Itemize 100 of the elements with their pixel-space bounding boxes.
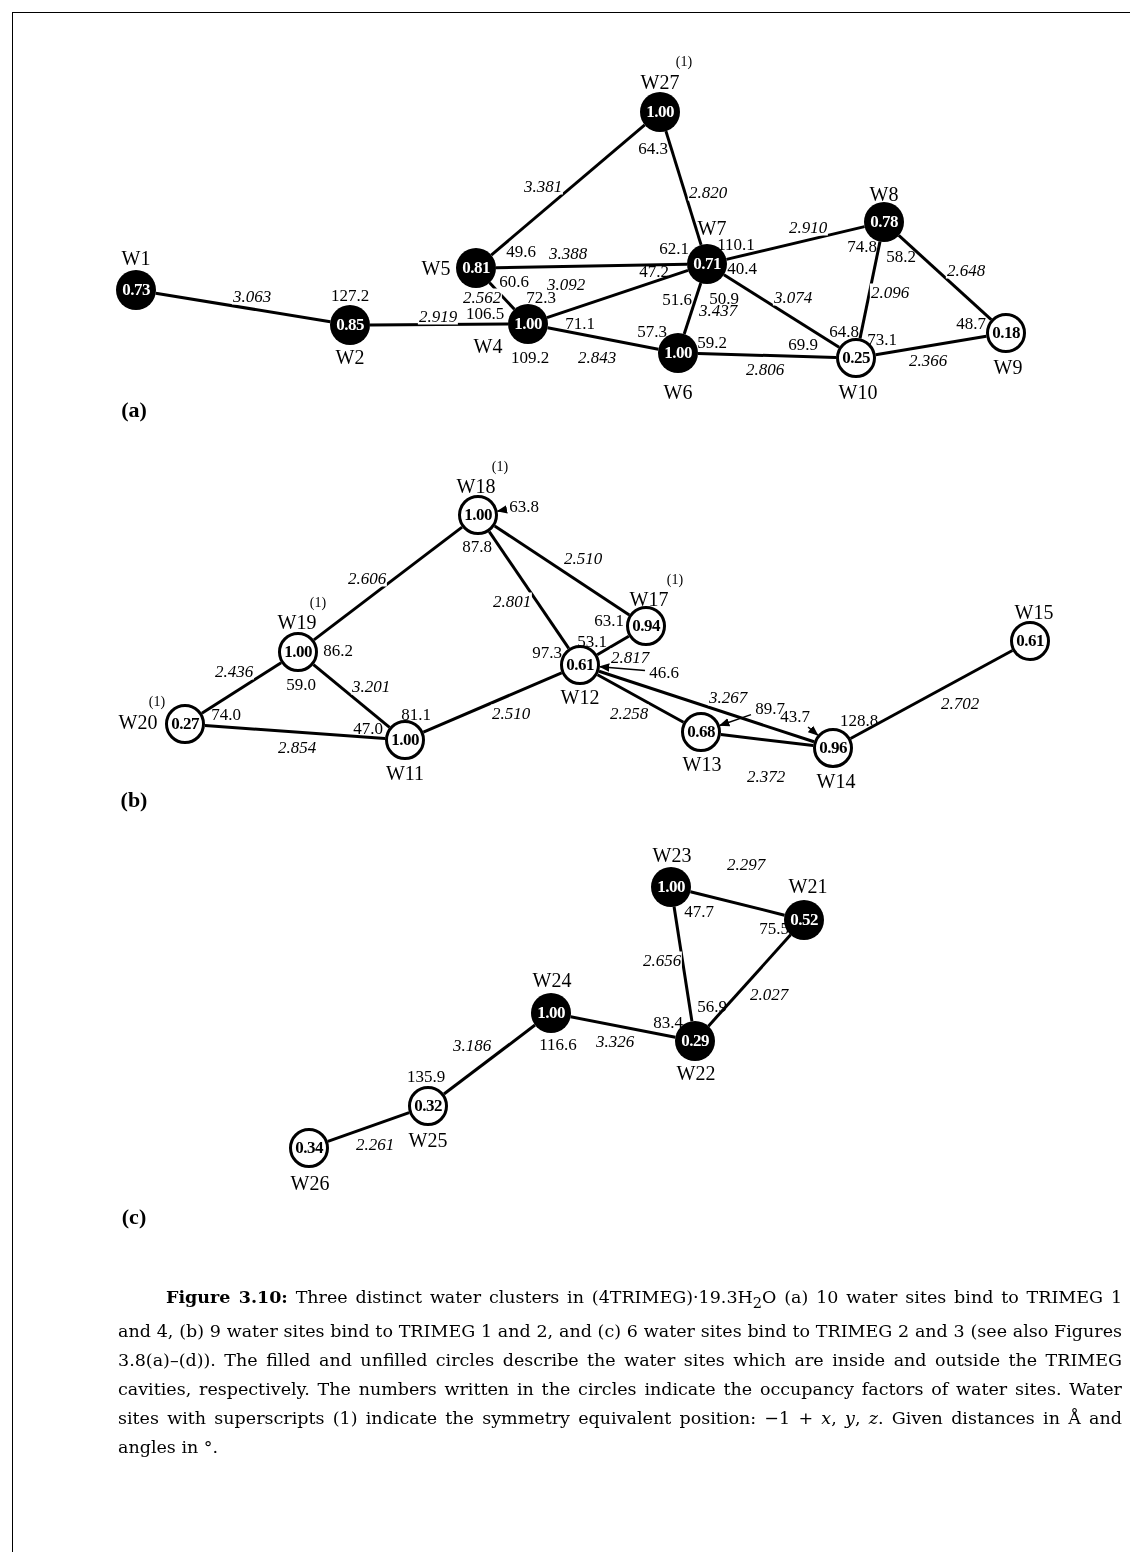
connector-line [547,326,659,351]
occupancy-value: 1.00 [391,730,419,750]
site-name: W8 [869,184,899,204]
site-name: W21 [788,876,828,896]
connector-line [495,262,688,270]
site-name: W22 [676,1063,716,1083]
site-circle [531,993,571,1033]
connector-line [327,1111,410,1143]
site-circle [681,712,721,752]
connector-line [726,225,865,261]
connector-line [493,524,631,617]
angle-value: 49.6 [506,242,536,260]
site-name: W14 [816,771,856,791]
site-name: W26 [290,1173,330,1193]
connector-line [596,634,630,657]
occupancy-value: 1.00 [657,877,685,897]
connector-line [707,933,792,1028]
leader-line [807,725,819,736]
site-name: W10 [838,382,878,402]
connector-line [370,322,508,327]
figure-caption: Figure 3.10: Three distinct water clusters in (4TRIMEG)·19.3H$_{2}$O (a) 10 water sites bind to TRIMEG 1 and 4, (b) 9 water sites bind to TRIMEG 1 and 2, and (c) 6 water sites bind to TRIMEG 2 and 3 (see also Figures 3.8(a)–(d)). The filled and unfilled circles describe the water sites which are inside and outside the TRIMEG cavities, respectively. The numbers written in the circles indicate the occupancy factors of water sites. Water sites with superscripts (1) indicate the symmetry equivalent position: −1 + x, y, z. Given distances in Å and angles in °. [118,1286,1122,1459]
site-circle [458,495,498,535]
site-circle [330,305,370,345]
angle-value: 62.1 [659,239,689,257]
angle-value: 128.8 [839,711,879,729]
connector-line [422,671,563,734]
connector-line [682,282,703,335]
connector-line [598,669,815,744]
angle-value: 86.2 [323,641,353,659]
site-name: W25 [408,1130,448,1150]
site-circle [1010,621,1050,661]
occupancy-value: 0.61 [1016,631,1044,651]
connector-line [546,268,689,320]
angle-value: 47.0 [353,719,383,737]
distance-label: 2.801 [491,592,533,610]
site-circle [456,248,496,288]
occupancy-value: 0.94 [632,616,660,636]
angle-value: 64.3 [638,139,668,157]
occupancy-value: 0.32 [414,1096,442,1116]
angle-value: 63.1 [594,611,624,629]
occupancy-value: 1.00 [514,314,542,334]
site-name: W7 [697,218,727,238]
occupancy-value: 0.34 [295,1138,323,1158]
angle-value: 127.2 [330,286,370,304]
occupancy-value: 0.96 [819,738,847,758]
angle-value: 47.2 [639,262,669,280]
angle-value: 87.8 [462,537,492,555]
angle-value: 59.0 [286,675,316,693]
panel-label: (c) [121,1206,147,1228]
angle-value: 48.7 [956,314,986,332]
angle-value: 97.3 [532,643,562,661]
connector-line [155,291,331,324]
angle-value: 71.1 [565,314,595,332]
connector-line [570,1015,676,1039]
angle-value: 64.8 [829,322,859,340]
angle-value: 60.6 [499,272,529,290]
site-circle [116,270,156,310]
angle-value: 63.8 [509,497,539,515]
occupancy-value: 0.27 [171,714,199,734]
leader-line [598,663,646,672]
occupancy-value: 0.71 [693,254,721,274]
angle-value: 74.0 [211,705,241,723]
occupancy-value: 0.81 [462,258,490,278]
site-name: W20 [118,712,158,732]
site-name: W23 [652,845,692,865]
site-name: W19 [277,612,317,632]
connector-line [690,890,785,917]
site-name: W6 [663,382,693,402]
occupancy-value: 0.73 [122,280,150,300]
connector-line [490,123,646,257]
angle-value: 46.6 [649,663,679,681]
connector-line [312,663,391,729]
panel-label: (b) [120,789,148,811]
connector-line [720,732,814,748]
angle-value: 40.4 [727,259,757,277]
site-circle [651,867,691,907]
distance-label: 2.562 [461,288,503,306]
site-name: W15 [1014,602,1054,622]
site-name: W13 [682,754,722,774]
site-name: W4 [473,336,503,356]
leader-line [718,713,752,727]
angle-value: 116.6 [539,1035,577,1053]
angle-value: 74.8 [847,237,877,255]
connector-line [664,130,703,246]
angle-value: 59.2 [697,333,727,351]
occupancy-value: 0.78 [870,212,898,232]
connector-line [313,525,463,642]
connector-line [897,234,993,321]
angle-value: 106.5 [465,304,505,322]
angle-value: 81.1 [401,705,431,723]
site-name: W24 [532,970,572,990]
site-circle [165,704,205,744]
site-circle [278,632,318,672]
connector-line [443,1023,536,1096]
angle-value: 69.9 [788,335,818,353]
superscript-mark: (1) [675,55,693,69]
occupancy-value: 1.00 [537,1003,565,1023]
connector-line [858,241,882,339]
occupancy-value: 0.18 [992,323,1020,343]
site-circle [864,202,904,242]
